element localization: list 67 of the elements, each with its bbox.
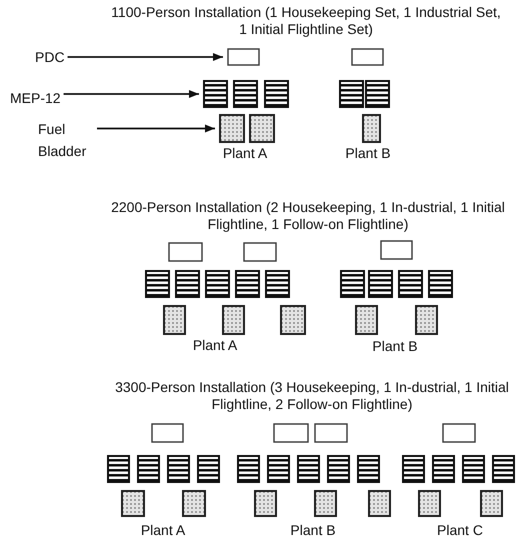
section-heading: 2200-Person Installation (2 Housekeeping, 1 In-dustrial, 1 Initial Flightline, 1 Follow-on Flightline) bbox=[110, 199, 506, 233]
fuel-bladder-symbol bbox=[314, 490, 337, 517]
pdc-symbol bbox=[380, 240, 413, 260]
pdc-symbol bbox=[273, 423, 309, 443]
plant-label: Plant A bbox=[140, 521, 186, 539]
generator-symbol bbox=[428, 270, 453, 298]
generator-symbol bbox=[432, 455, 455, 483]
generator-symbol bbox=[368, 270, 393, 298]
generator-symbol bbox=[365, 80, 390, 108]
generator-symbol bbox=[297, 455, 320, 483]
fuel-bladder-symbol bbox=[163, 305, 186, 335]
generator-symbol bbox=[492, 455, 515, 483]
pdc-symbol bbox=[243, 242, 277, 262]
fuel-bladder-symbol bbox=[254, 490, 277, 517]
generator-symbol bbox=[398, 270, 423, 298]
arrow bbox=[64, 90, 199, 98]
fuel-bladder-symbol bbox=[219, 114, 245, 143]
generator-symbol bbox=[340, 270, 365, 298]
pdc-symbol bbox=[227, 48, 260, 66]
generator-symbol bbox=[205, 270, 230, 298]
plant-label: Plant C bbox=[436, 521, 484, 539]
fuel-bladder-symbol bbox=[480, 490, 503, 517]
generator-symbol bbox=[237, 455, 260, 483]
generator-symbol bbox=[197, 455, 220, 483]
fuel-bladder-symbol bbox=[280, 305, 306, 335]
generator-symbol bbox=[267, 455, 290, 483]
generator-symbol bbox=[137, 455, 160, 483]
generator-symbol bbox=[339, 80, 364, 108]
callout-label: MEP-12 bbox=[10, 87, 61, 109]
generator-symbol bbox=[264, 80, 289, 108]
pdc-symbol bbox=[151, 423, 184, 443]
pdc-symbol bbox=[351, 48, 384, 66]
plant-label: Plant A bbox=[222, 144, 268, 162]
generator-symbol bbox=[402, 455, 425, 483]
fuel-bladder-symbol bbox=[182, 490, 206, 517]
fuel-bladder-symbol bbox=[368, 490, 391, 517]
generator-symbol bbox=[233, 80, 258, 108]
generator-symbol bbox=[265, 270, 290, 298]
generator-symbol bbox=[235, 270, 260, 298]
arrow bbox=[68, 53, 223, 61]
pdc-symbol bbox=[442, 423, 476, 443]
section-heading: 1100-Person Installation (1 Housekeeping Set, 1 Industrial Set, 1 Initial Flightline Set) bbox=[110, 4, 502, 38]
generator-symbol bbox=[327, 455, 350, 483]
callout-label: Fuel Bladder bbox=[38, 118, 94, 162]
generator-symbol bbox=[107, 455, 130, 483]
pdc-symbol bbox=[168, 242, 203, 262]
generator-symbol bbox=[175, 270, 200, 298]
callout-label: PDC bbox=[35, 46, 65, 68]
plant-label: Plant B bbox=[289, 521, 337, 539]
generator-symbol bbox=[462, 455, 485, 483]
arrow bbox=[97, 124, 215, 132]
generator-symbol bbox=[203, 80, 228, 108]
generator-symbol bbox=[145, 270, 170, 298]
fuel-bladder-symbol bbox=[418, 490, 441, 517]
plant-label: Plant B bbox=[344, 144, 392, 162]
fuel-bladder-symbol bbox=[362, 114, 381, 143]
pdc-symbol bbox=[314, 423, 348, 443]
fuel-bladder-symbol bbox=[355, 305, 378, 335]
generator-symbol bbox=[357, 455, 380, 483]
generator-symbol bbox=[167, 455, 190, 483]
fuel-bladder-symbol bbox=[222, 305, 245, 335]
plant-label: Plant A bbox=[192, 336, 238, 354]
plant-label: Plant B bbox=[371, 337, 419, 355]
section-heading: 3300-Person Installation (3 Housekeeping, 1 In-dustrial, 1 Initial Flightline, 2 Follow-on Flightline) bbox=[114, 379, 510, 413]
fuel-bladder-symbol bbox=[249, 114, 275, 143]
fuel-bladder-symbol bbox=[415, 305, 438, 335]
fuel-bladder-symbol bbox=[121, 490, 145, 517]
